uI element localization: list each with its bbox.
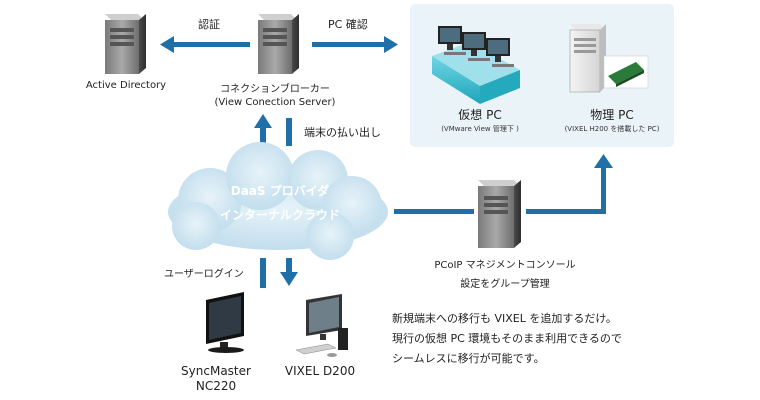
physical-pc-icon [569, 24, 606, 93]
cloud-title-line1: DaaS プロバイダ [230, 184, 330, 198]
physical-pc-sub-label: (VIXEL H200 を搭載した PC) [564, 125, 660, 133]
connection-broker-label: コネクションブローカー [220, 84, 330, 95]
connector-broker-cloud [286, 118, 292, 146]
graphics-card-icon [603, 55, 649, 89]
terminal-dispatch-label: 端末の払い出し [304, 126, 381, 139]
user-login-label: ユーザーログイン [164, 269, 244, 280]
active-directory-label: Active Directory [85, 80, 167, 91]
arrow-pc-check [312, 36, 398, 53]
auth-label: 認証 [198, 18, 220, 31]
cloud-shape [168, 142, 388, 260]
note-line3: シームレスに移行が可能です。 [392, 352, 545, 365]
syncmaster-label-line2: NC220 [195, 379, 237, 393]
syncmaster-monitor-icon [206, 292, 244, 353]
pc-check-label: PC 確認 [328, 18, 368, 31]
active-directory-server-icon [105, 14, 146, 74]
arrow-broker-up [254, 114, 272, 148]
cloud-title-line2: インターナルクラウド [219, 208, 340, 222]
connection-broker-server-icon [258, 14, 299, 74]
arrow-management-route [394, 154, 613, 214]
vixel-d200-icon [295, 294, 348, 357]
arrow-cloud-down [280, 258, 298, 286]
virtual-pc-sub-label: (VMware View 管理下 ) [441, 125, 519, 133]
vixel-d200-label: VIXEL D200 [284, 364, 356, 378]
virtual-pc-icon [432, 26, 520, 104]
connection-broker-sub-label: (View Conection Server) [214, 97, 336, 108]
note-line2: 現行の仮想 PC 環境もそのまま利用できるので [392, 332, 622, 345]
pcoip-console-label: PCoIP マネジメントコンソール [434, 260, 576, 271]
virtual-pc-label: 仮想 PC [458, 108, 502, 122]
note-line1: 新規端末への移行も VIXEL を追加するだけ。 [392, 312, 617, 325]
pcoip-group-label: 設定をグループ管理 [460, 279, 550, 290]
syncmaster-label-line1: SyncMaster [181, 364, 251, 378]
physical-pc-label: 物理 PC [590, 108, 634, 122]
connector-cloud-syncmaster [260, 258, 266, 288]
arrow-auth [160, 36, 250, 53]
pcoip-management-server-icon [478, 180, 521, 248]
